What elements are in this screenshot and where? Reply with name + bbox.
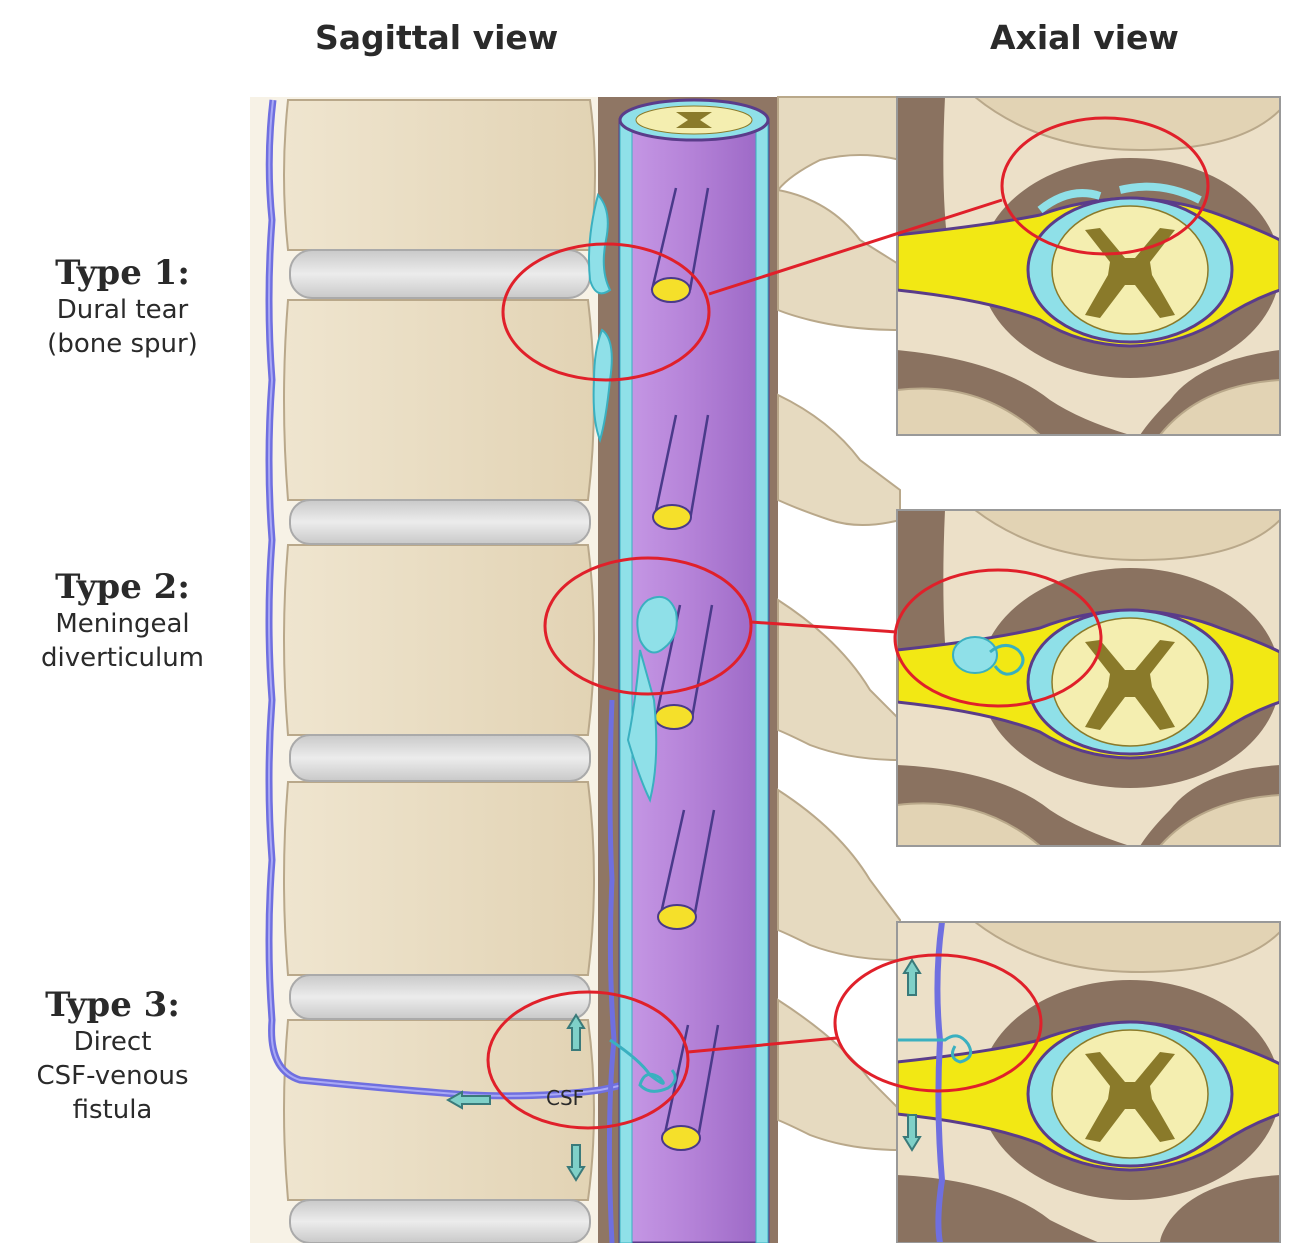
axial-panel-1 — [897, 97, 1280, 435]
type-1-title: Type 1: — [10, 253, 235, 293]
type-3-desc-line-3: fistula — [0, 1093, 225, 1127]
type-2-title: Type 2: — [10, 567, 235, 607]
sagittal-panel: CSF — [250, 97, 900, 1243]
type-3-desc-line-1: Direct — [0, 1025, 225, 1059]
type-3-desc-line-2: CSF-venous — [0, 1059, 225, 1093]
type-1-label: Type 1: Dural tear (bone spur) — [10, 253, 235, 361]
csf-label: CSF — [546, 1086, 584, 1110]
type-2-desc-line-1: Meningeal — [10, 607, 235, 641]
axial-panel-3 — [897, 922, 1280, 1243]
axial-panel-2 — [897, 510, 1280, 846]
posterior-elements — [778, 97, 900, 1150]
type-1-desc-line-2: (bone spur) — [10, 327, 235, 361]
type-2-label: Type 2: Meningeal diverticulum — [10, 567, 235, 675]
type-3-label: Type 3: Direct CSF-venous fistula — [0, 985, 225, 1127]
type-3-title: Type 3: — [0, 985, 225, 1025]
type-1-desc-line-1: Dural tear — [10, 293, 235, 327]
type-2-desc-line-2: diverticulum — [10, 641, 235, 675]
